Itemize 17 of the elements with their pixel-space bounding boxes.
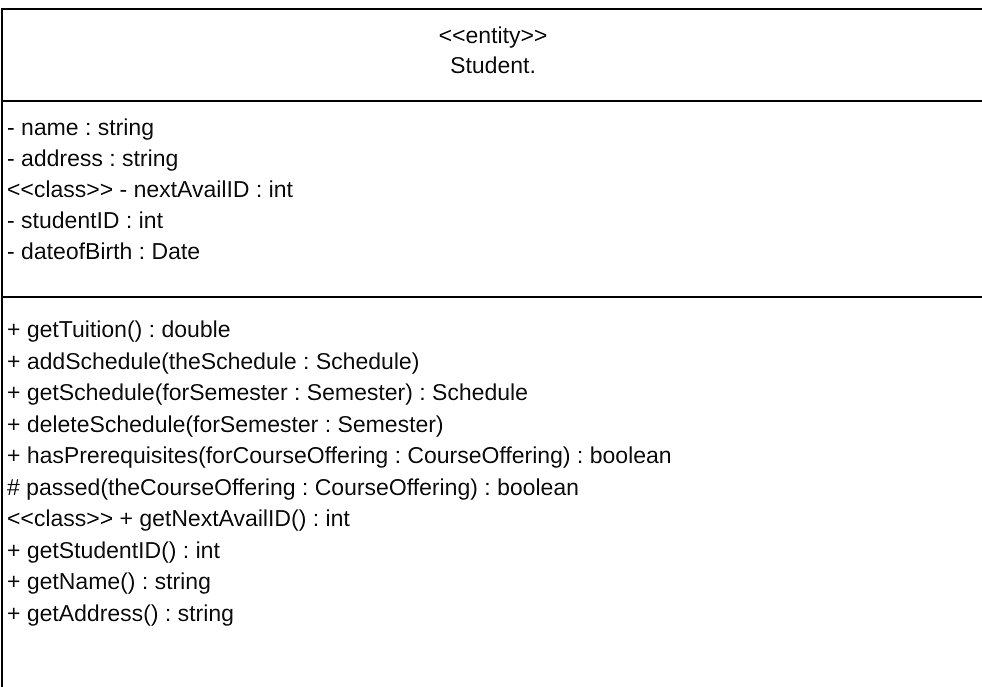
- operation-text: + getTuition() : double: [7, 316, 231, 343]
- attribute-text: - studentID : int: [7, 207, 163, 234]
- operation-text: + getSchedule(forSemester : Semester) : Schedule: [7, 379, 528, 406]
- operation-text: + getAddress() : string: [7, 600, 234, 626]
- attribute-text: - dateofBirth : Date: [7, 238, 200, 265]
- class-name-text: <<entity>> Student.: [438, 21, 548, 80]
- operation-text: + addSchedule(theSchedule : Schedule): [7, 348, 420, 374]
- operation-text: # passed(theCourseOffering : CourseOffering) : boolean: [7, 474, 579, 500]
- class-box: [1, 8, 982, 687]
- attribute-text: <<class>> - nextAvailID : int: [7, 176, 293, 203]
- operation-text: + deleteSchedule(forSemester : Semester): [7, 410, 444, 438]
- operation-text: <<class>> + getNextAvailID() : int: [7, 505, 350, 532]
- operation-text: + getName() : string: [7, 568, 211, 595]
- operation-text: + getStudentID() : int: [7, 536, 220, 564]
- attribute-text: - address : string: [7, 145, 178, 172]
- operation-text: + hasPrerequisites(forCourseOffering : CourseOffering) : boolean: [7, 442, 672, 469]
- attribute-text: - name : string: [7, 114, 154, 141]
